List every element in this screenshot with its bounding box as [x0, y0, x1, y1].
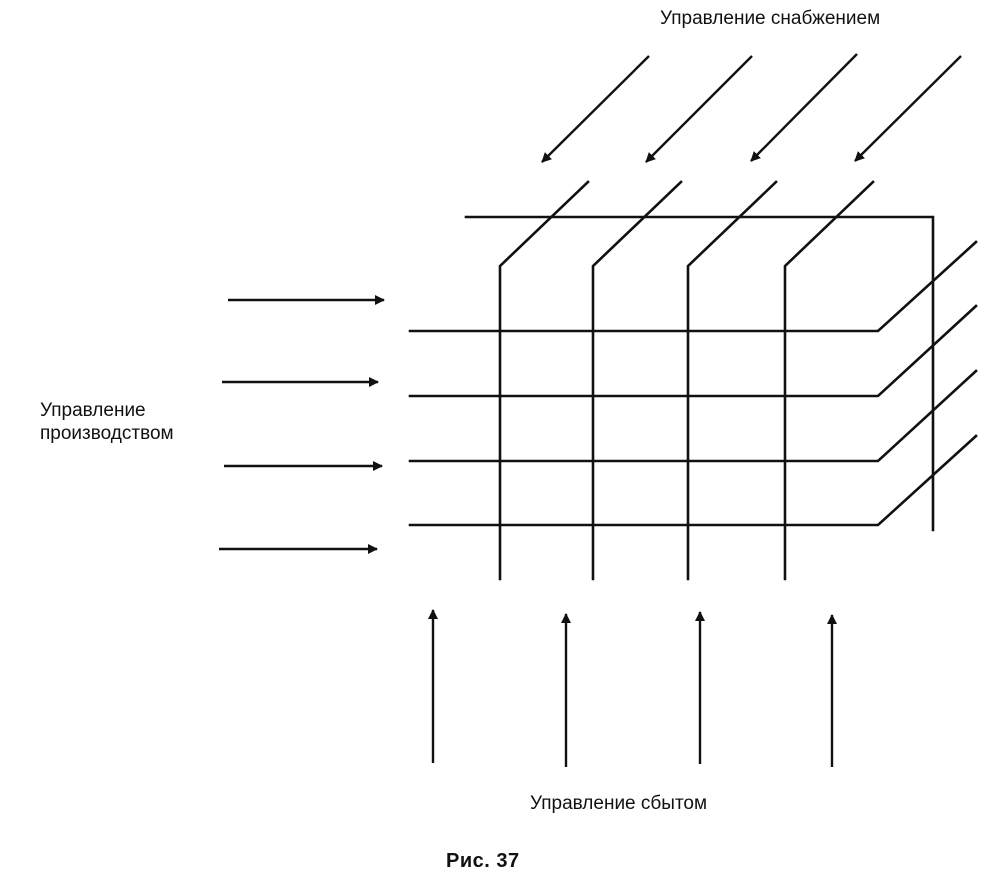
supply-label: Управление снабжением — [660, 8, 881, 29]
figure-caption: Рис. 37 — [446, 850, 520, 872]
supply-arrow-1 — [541, 55, 650, 163]
production-line-4 — [408, 434, 978, 527]
supply-arrow-3 — [750, 53, 858, 162]
grid-back-edge — [464, 215, 935, 532]
production-label-line-2: производством — [40, 423, 174, 444]
production-line-2 — [408, 304, 978, 398]
production-line-1 — [408, 240, 978, 333]
supply-arrow-4 — [854, 55, 962, 162]
sales-line-3 — [686, 180, 778, 581]
sales-line-2 — [591, 180, 683, 581]
supply-arrow-2 — [645, 55, 753, 163]
sales-line-4 — [783, 180, 875, 581]
production-line-3 — [408, 369, 978, 463]
sales-line-1 — [498, 180, 590, 581]
production-label: Управление производством — [40, 399, 174, 445]
sales-label: Управление сбытом — [530, 793, 708, 814]
production-label-line-1: Управление — [40, 400, 146, 421]
